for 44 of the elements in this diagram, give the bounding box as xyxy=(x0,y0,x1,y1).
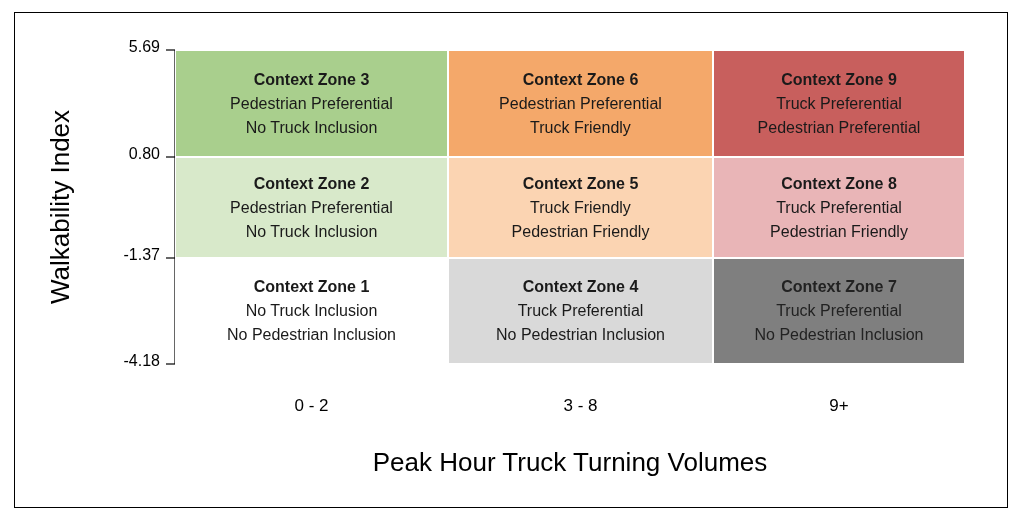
zone-description: Pedestrian Preferential xyxy=(757,117,921,138)
zone-description: No Truck Inclusion xyxy=(245,301,378,321)
axis-title: Walkability Index xyxy=(45,109,75,305)
zone-title: Context Zone 2 xyxy=(253,173,370,194)
zone-title: Context Zone 7 xyxy=(781,277,897,297)
zone-cell xyxy=(175,50,448,157)
axis-title: Peak Hour Truck Turning Volumes xyxy=(372,447,768,477)
zone-title: Context Zone 6 xyxy=(522,69,639,90)
zone-cell xyxy=(713,258,965,364)
zone-description: Pedestrian Friendly xyxy=(511,221,650,242)
zone-cell xyxy=(448,258,713,364)
zone-cell xyxy=(448,50,713,157)
zone-description: Truck Friendly xyxy=(530,117,631,138)
zone-description: Pedestrian Preferential xyxy=(230,197,393,218)
zone-cell xyxy=(448,157,713,258)
zone-title: Context Zone 3 xyxy=(253,69,370,90)
zone-title: Context Zone 9 xyxy=(781,69,897,90)
zone-title: Context Zone 1 xyxy=(253,277,370,297)
zone-description: No Pedestrian Inclusion xyxy=(496,325,665,345)
zone-description: No Pedestrian Inclusion xyxy=(227,325,396,345)
zone-description: No Truck Inclusion xyxy=(245,117,378,138)
category-label: 0 - 2 xyxy=(294,396,329,416)
axis-tick-label: -1.37 xyxy=(122,246,160,264)
axis-tick-label: -4.18 xyxy=(122,352,160,370)
zone-description: Truck Preferential xyxy=(776,301,902,321)
zone-description: No Truck Inclusion xyxy=(245,221,378,242)
axis-tick-label: 5.69 xyxy=(127,38,160,56)
zone-description: Truck Preferential xyxy=(776,197,902,218)
zone-description: Pedestrian Preferential xyxy=(230,93,393,114)
zone-description: No Pedestrian Inclusion xyxy=(754,325,924,345)
axis-tick-label: 0.80 xyxy=(127,145,160,163)
category-label: 3 - 8 xyxy=(563,396,598,416)
zone-description: Truck Preferential xyxy=(517,301,644,321)
zone-title: Context Zone 8 xyxy=(781,173,897,194)
zone-cell xyxy=(713,157,965,258)
zone-cell xyxy=(175,157,448,258)
zone-title: Context Zone 4 xyxy=(522,277,639,297)
zone-description: Truck Preferential xyxy=(776,93,902,114)
zone-title: Context Zone 5 xyxy=(522,173,639,194)
zone-description: Truck Friendly xyxy=(530,197,631,218)
zone-description: Pedestrian Friendly xyxy=(770,221,908,242)
zone-description: Pedestrian Preferential xyxy=(499,93,662,114)
zone-cell xyxy=(713,50,965,157)
category-label: 9+ xyxy=(829,396,849,416)
